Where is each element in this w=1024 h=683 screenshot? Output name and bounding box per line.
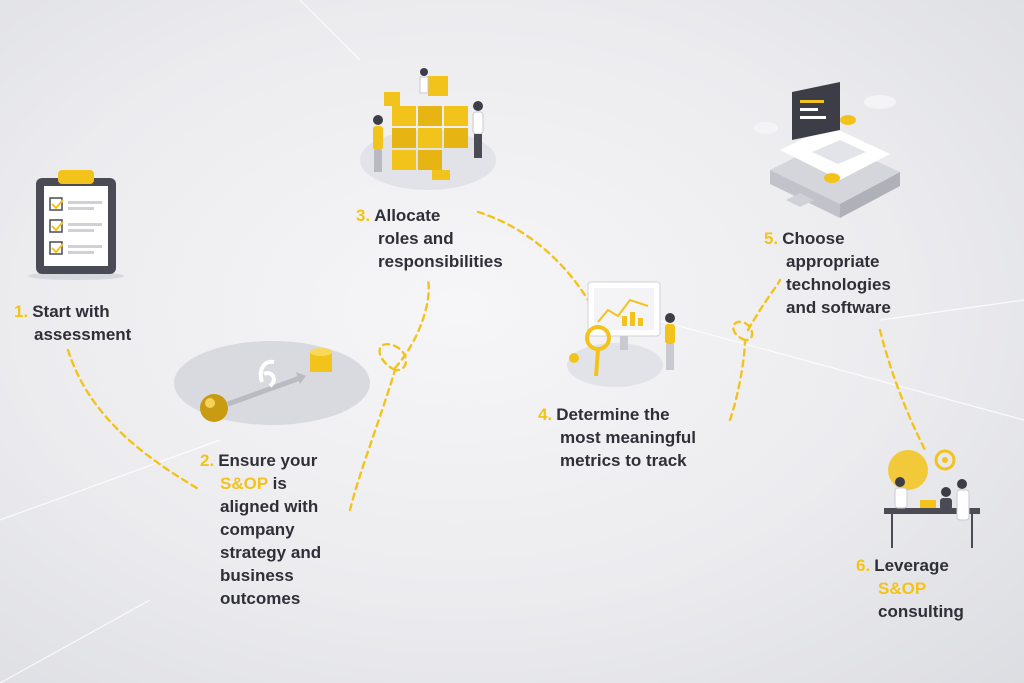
step-2-highlight: S&OP (220, 474, 268, 493)
step-4-label: 4.Determine the most meaningful metrics … (538, 403, 696, 472)
step-1-number: 1. (14, 302, 28, 321)
step-3-line-3: responsibilities (356, 250, 503, 273)
step-6-line-3: consulting (856, 600, 964, 623)
step-6-number: 6. (856, 556, 870, 575)
puzzle-team-icon (360, 68, 496, 190)
step-3-number: 3. (356, 206, 370, 225)
step-5-line-3: technologies (764, 273, 891, 296)
team-consulting-icon (884, 450, 980, 548)
step-1-line-2: assessment (14, 323, 131, 346)
step-6-highlight: S&OP (856, 577, 964, 600)
step-2-line-3: aligned with (200, 495, 321, 518)
step-6-line-1: Leverage (874, 556, 949, 575)
step-3-line-2: roles and (356, 227, 503, 250)
analytics-monitor-icon (567, 282, 675, 387)
step-2-line-5: strategy and (200, 541, 321, 564)
step-2-line-1: Ensure your (218, 451, 317, 470)
step-1-label: 1.Start with assessment (14, 300, 131, 346)
step-3-line-1: Allocate (374, 206, 440, 225)
step-1-line-1: Start with (32, 302, 109, 321)
step-3-label: 3.Allocate roles and responsibilities (356, 204, 503, 273)
step-5-label: 5.Choose appropriate technologies and so… (764, 227, 891, 319)
step-5-number: 5. (764, 229, 778, 248)
step-2-line-7: outcomes (200, 587, 321, 610)
technology-platform-icon (754, 82, 900, 218)
step-5-line-2: appropriate (764, 250, 891, 273)
step-4-number: 4. (538, 405, 552, 424)
step-5-line-1: Choose (782, 229, 844, 248)
step-2-line-4: company (200, 518, 321, 541)
step-2-line-6: business (200, 564, 321, 587)
step-6-label: 6.Leverage S&OP consulting (856, 554, 964, 623)
ball-and-chain-icon (174, 341, 370, 425)
step-2-after-highlight: is (268, 474, 287, 493)
step-4-line-2: most meaningful (538, 426, 696, 449)
step-4-line-3: metrics to track (538, 449, 696, 472)
step-2-number: 2. (200, 451, 214, 470)
step-2-label: 2.Ensure your S&OP is aligned with compa… (200, 449, 321, 610)
step-5-line-4: and software (764, 296, 891, 319)
clipboard-checklist-icon (28, 170, 124, 280)
step-4-line-1: Determine the (556, 405, 669, 424)
